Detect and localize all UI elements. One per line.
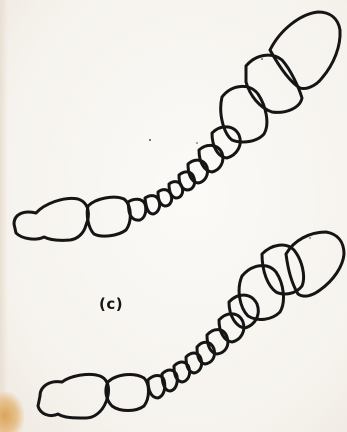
figure-label: (c) (99, 295, 123, 313)
upper-scape (14, 198, 88, 240)
upper-pedicel (87, 197, 130, 236)
lower-club-tip (286, 232, 344, 296)
speck (149, 139, 151, 141)
lower-segment-6 (207, 330, 228, 354)
speck (261, 58, 263, 60)
speck (309, 237, 311, 239)
speck (196, 142, 198, 144)
upper-club-1 (221, 86, 267, 142)
upper-segment-7 (199, 145, 223, 172)
lower-antenna (38, 232, 344, 418)
lower-pedicel (106, 375, 149, 411)
paper-specks (149, 58, 311, 239)
upper-club-tip (270, 12, 340, 89)
upper-antenna (14, 12, 340, 240)
lower-scape (38, 374, 108, 418)
